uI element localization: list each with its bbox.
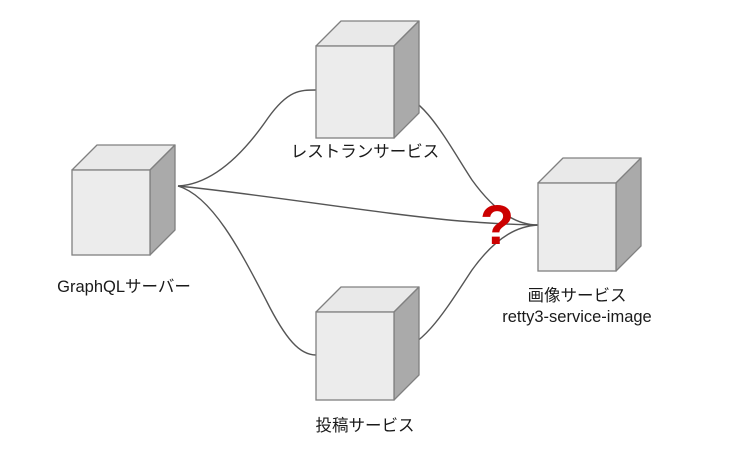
cube-front-face — [315, 311, 395, 401]
label-text: レストランサービス — [290, 143, 440, 161]
node-post-service[interactable] — [315, 286, 420, 401]
label-text: GraphQLサーバー — [57, 278, 191, 296]
cube-front-face — [71, 169, 151, 256]
node-label-image-service: 画像サービス retty3-service-image — [467, 286, 687, 328]
node-graphql-server[interactable] — [71, 144, 176, 256]
cube-front-face — [537, 182, 617, 272]
cube-front-face — [315, 45, 395, 139]
node-label-post-service: 投稿サービス — [255, 416, 475, 437]
node-label-graphql-server: GraphQLサーバー — [14, 277, 234, 298]
label-subtext: retty3-service-image — [502, 308, 652, 326]
label-text: 画像サービス — [527, 287, 627, 305]
node-restaurant-service[interactable] — [315, 20, 420, 139]
node-image-service[interactable] — [537, 157, 642, 272]
edge-graphql-image-direct — [177, 185, 539, 226]
edge-graphql-post — [177, 185, 317, 356]
label-text: 投稿サービス — [315, 417, 415, 435]
edge-graphql-restaurant — [177, 89, 317, 187]
question-mark-icon: ? — [480, 193, 514, 256]
node-label-restaurant-service: レストランサービス — [255, 142, 475, 163]
